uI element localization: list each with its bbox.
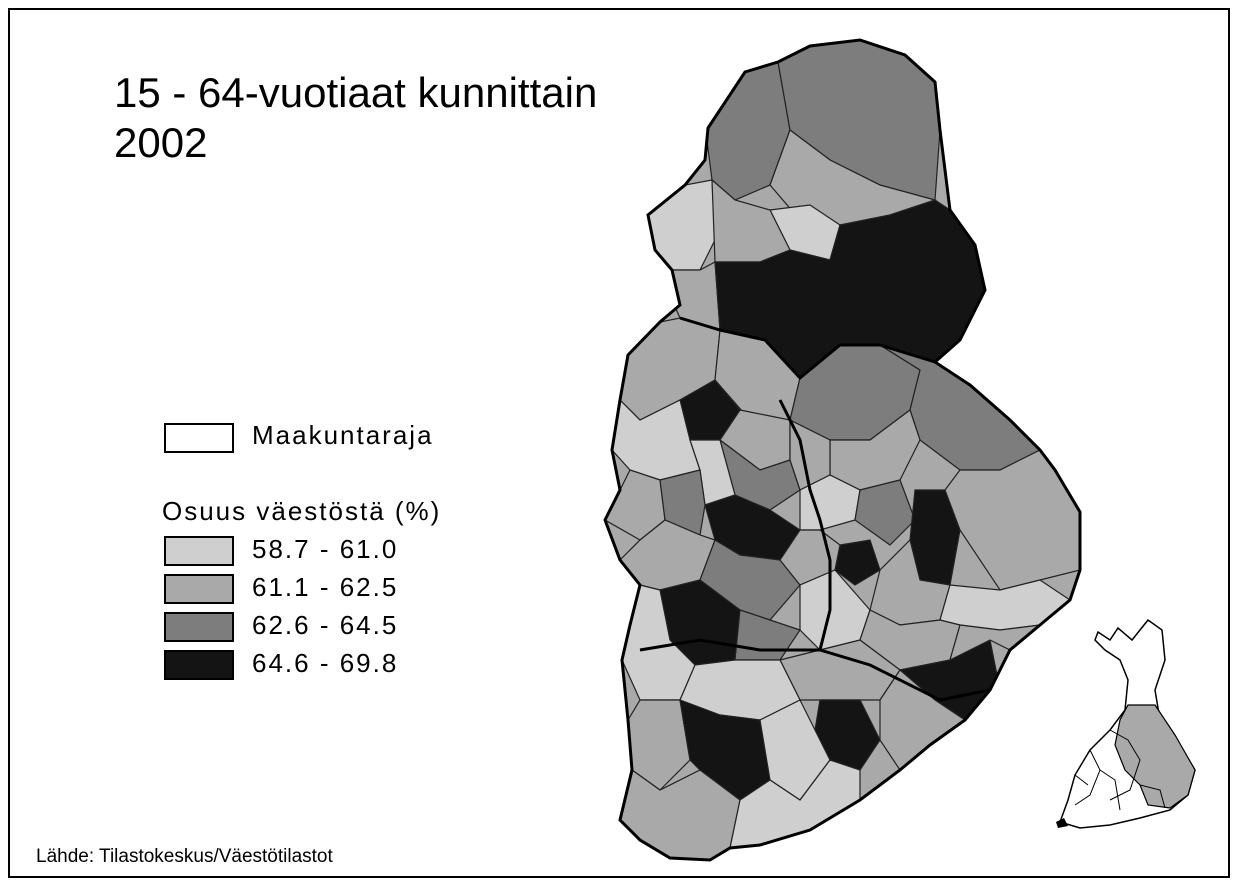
source-note: Lähde: Tilastokeskus/Väestötilastot (36, 846, 333, 867)
legend-class-3-label: 62.6 - 64.5 (252, 610, 399, 640)
province-boundary (778, 399, 832, 651)
legend-boundary-swatch (164, 423, 234, 453)
inset-island (1056, 818, 1068, 828)
map-title-line1: 15 - 64-vuotiaat kunnittain (114, 69, 598, 116)
region-outline (603, 38, 1082, 862)
legend-swatch-1 (164, 536, 234, 566)
legend-class-4-label: 64.6 - 69.8 (252, 648, 399, 678)
municipality (854, 479, 916, 546)
legend-heading: Osuus väestöstä (%) (162, 496, 442, 526)
legend-class-1-label: 58.7 - 61.0 (252, 534, 399, 564)
legend-swatch-fill-3 (166, 614, 232, 640)
legend-swatch-2 (164, 574, 234, 604)
legend-swatch-4 (164, 650, 234, 680)
province-boundary (679, 316, 936, 381)
legend-swatch-3 (164, 612, 234, 642)
inset-internal-borders (1074, 729, 1166, 811)
legend-swatch-fill-4 (166, 652, 232, 678)
municipality (659, 469, 706, 536)
municipality (647, 179, 716, 271)
map-title: 15 - 64-vuotiaat kunnittain 2002 (114, 68, 597, 168)
province-boundary (639, 638, 991, 702)
legend-class-2-label: 61.1 - 62.5 (252, 572, 399, 602)
legend-swatch-fill-1 (166, 538, 232, 564)
map-title-line2: 2002 (114, 119, 208, 166)
legend-swatch-fill-2 (166, 576, 232, 602)
inset-highlight-region (1114, 704, 1196, 809)
municipality (944, 449, 1080, 591)
legend-boundary-label: Maakuntaraja (252, 420, 434, 450)
inset-locator-map (1056, 618, 1196, 829)
